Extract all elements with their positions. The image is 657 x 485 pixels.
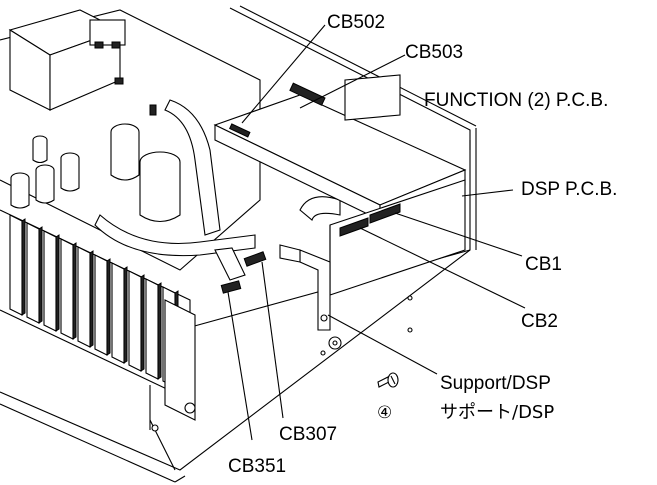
screw-icon: [377, 372, 399, 388]
heatsink-fin-edge: [72, 242, 77, 340]
heatsink-fin-edge: [89, 250, 94, 348]
chassis: [0, 5, 477, 483]
heatsink-fin-edge: [21, 218, 26, 316]
label-cb2: CB2: [521, 311, 558, 332]
label-cb351: CB351: [228, 456, 286, 477]
label-cb1: CB1: [525, 254, 562, 275]
function-pcb: [213, 74, 467, 221]
heatsink-fin: [128, 270, 142, 372]
leader-cb2: [359, 227, 526, 309]
heatsink-fin-edge: [140, 274, 145, 372]
heatsink-fin-edge: [123, 266, 128, 364]
leader-cb351: [227, 291, 253, 441]
label-support-dsp-jp: サポート/DSP: [440, 402, 554, 423]
label-dsp-pcb: DSP P.C.B.: [521, 179, 617, 200]
heatsink-fin: [145, 278, 159, 380]
heatsink-fin: [60, 238, 74, 340]
heatsink: [0, 209, 191, 401]
leader-support: [327, 314, 438, 375]
bracket-connectors: [164, 251, 267, 421]
leader-cb503: [299, 54, 406, 109]
heatsink-fin: [77, 246, 91, 348]
label-screw-number: ④: [377, 403, 392, 423]
label-function-pcb: FUNCTION (2) P.C.B.: [424, 90, 608, 111]
label-cb307: CB307: [279, 424, 337, 445]
leader-cb307: [261, 261, 284, 419]
support-dsp-bracket: [279, 244, 331, 331]
heatsink-fin: [9, 214, 23, 316]
heatsink-fin-edge: [55, 234, 60, 332]
heatsink-fin-edge: [157, 282, 162, 380]
heatsink-fin: [26, 222, 40, 324]
label-cb502: CB502: [327, 12, 385, 33]
heatsink-fin: [43, 230, 57, 332]
leader-lines: [227, 24, 526, 441]
leader-dsp-pcb: [461, 189, 514, 197]
label-cb503: CB503: [405, 42, 463, 63]
leader-cb502: [241, 24, 326, 124]
front-panel-holes: [151, 295, 413, 432]
heatsink-fin-edge: [106, 258, 111, 356]
heatsink-fin: [94, 254, 108, 356]
main-board: [0, 9, 261, 271]
leader-cb1: [394, 212, 523, 257]
ribbon-cables: [94, 99, 341, 281]
label-support-dsp: Support/DSP: [440, 373, 551, 394]
capacitors: [10, 123, 181, 223]
heatsink-fin: [111, 262, 125, 364]
heatsink-fin-edge: [38, 226, 43, 324]
